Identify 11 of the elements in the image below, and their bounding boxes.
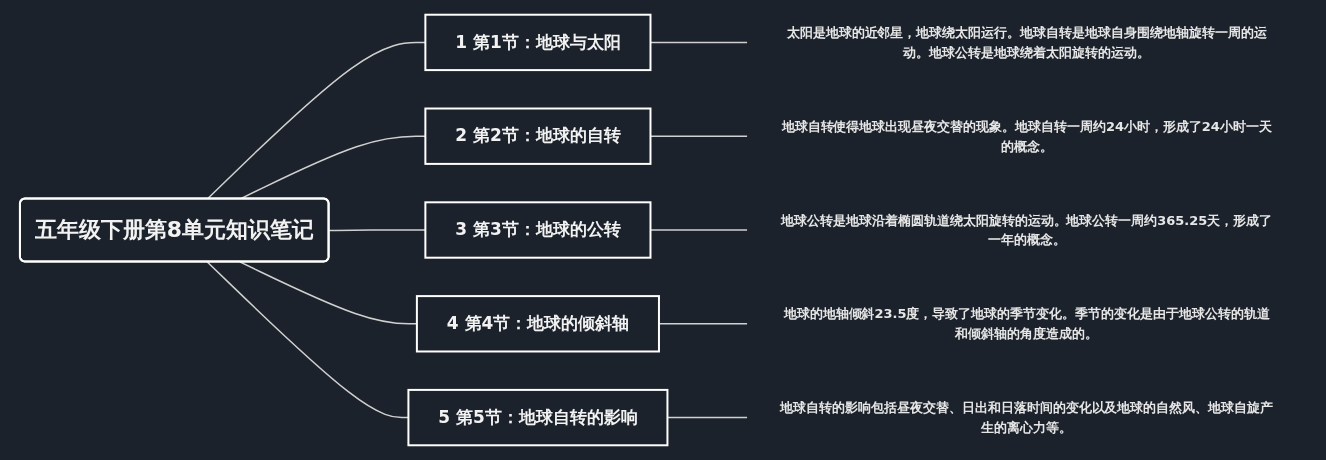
node-text: 地球自转的影响包括昼夜交替、日出和日落时间的变化以及地球的自然风、地球自旋产生的离心力等。 xyxy=(780,400,1274,435)
node-text: 地球公转是地球沿着椭圆轨道绕太阳旋转的运动。地球公转一周约365.25天，形成了一年的概念。 xyxy=(781,212,1273,247)
node-text: 太阳是地球的近邻星，地球绕太阳运行。地球自转是地球自身围绕地轴旋转一周的运动。地球公转是地球绕着太阳旋转的运动。 xyxy=(786,24,1267,60)
node-box: 4 第4节：地球的倾斜轴 xyxy=(415,295,660,353)
node-box: 3 第3节：地球的公转 xyxy=(424,201,652,259)
connector xyxy=(658,323,748,325)
node-box: 2 第2节：地球的自转 xyxy=(424,107,652,165)
node-text: 地球的地轴倾斜23.5度，导致了地球的季节变化。季节的变化是由于地球公转的轨道和倾斜轴的角度造成的。 xyxy=(783,306,1270,341)
node-text: 地球自转使得地球出现昼夜交替的现象。地球自转一周约24小时，形成了24小时一天的概念。 xyxy=(781,118,1272,154)
node-box: 1 第1节：地球与太阳 xyxy=(424,13,652,72)
node-box: 5 第5节：地球自转的影响 xyxy=(407,388,669,447)
